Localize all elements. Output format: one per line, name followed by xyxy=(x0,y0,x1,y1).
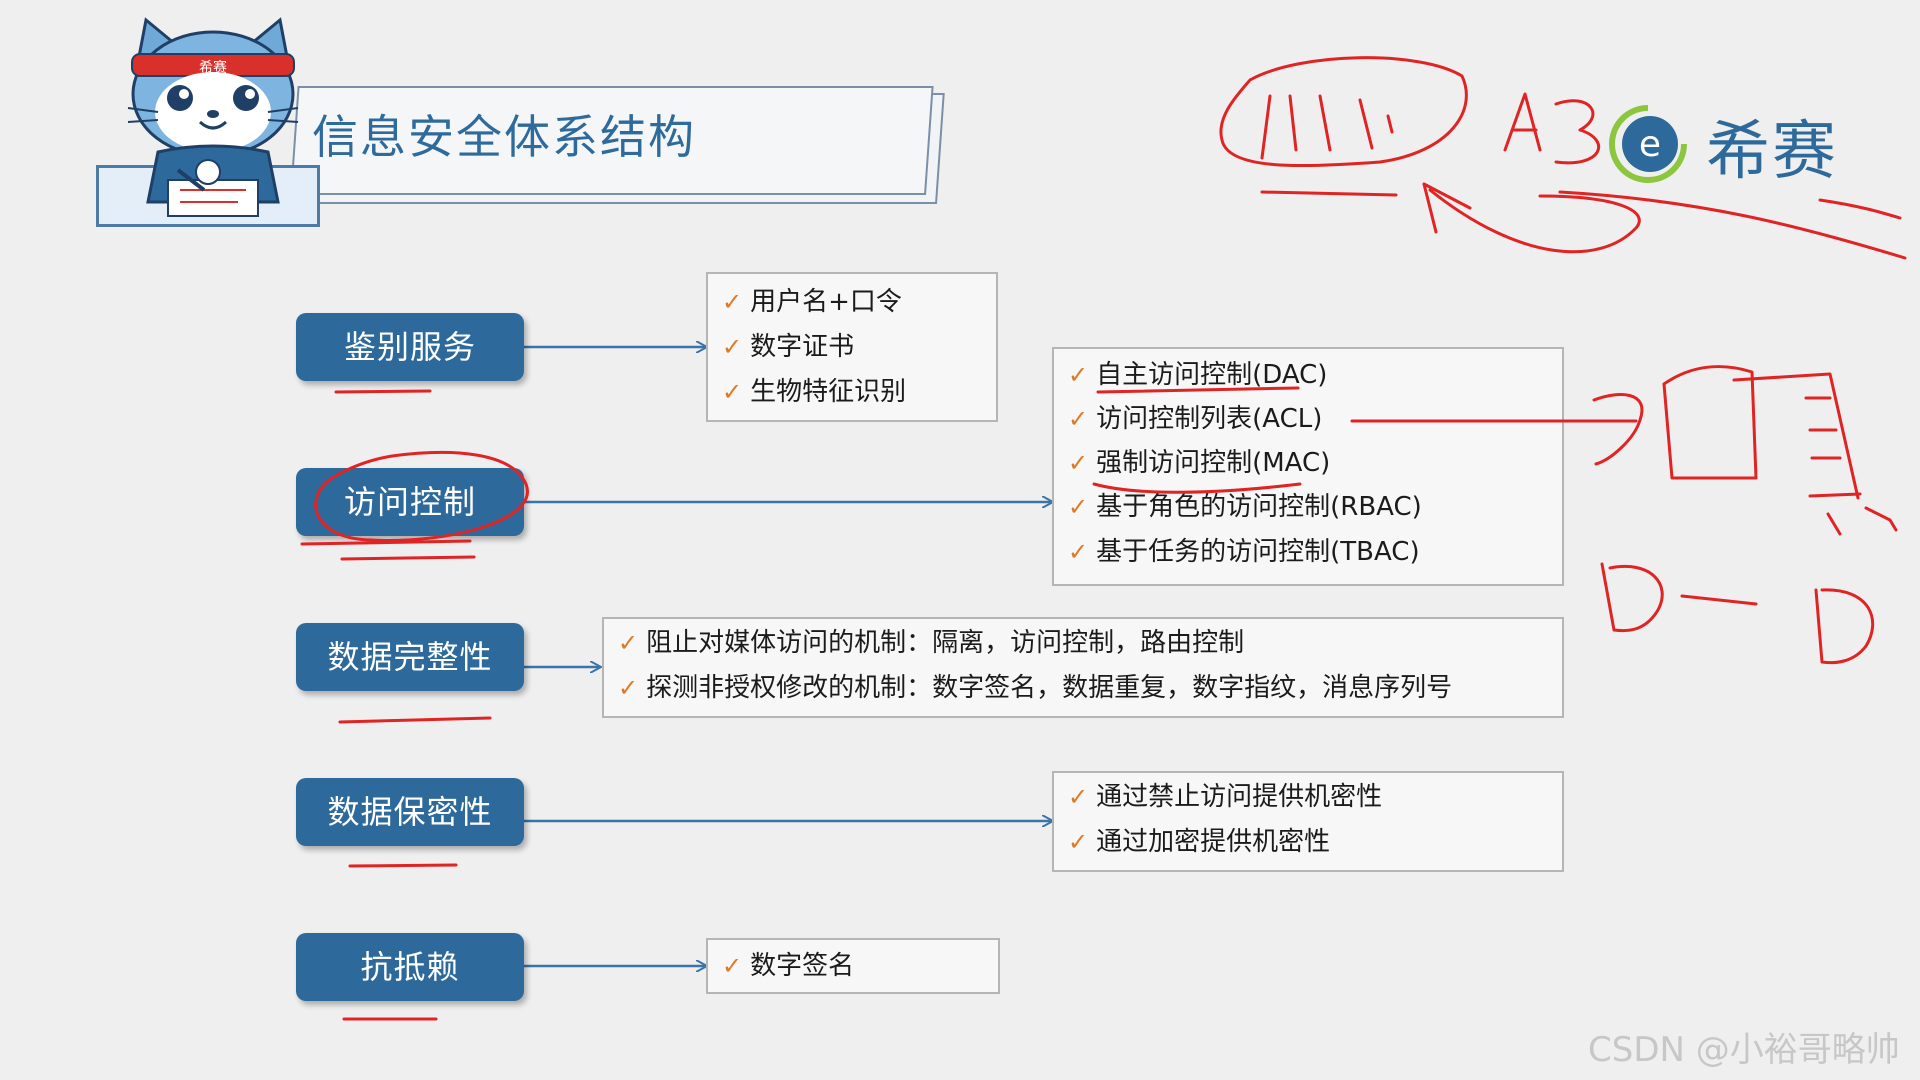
list-item: ✓基于角色的访问控制(RBAC) xyxy=(1068,492,1422,522)
check-icon: ✓ xyxy=(1068,405,1089,433)
list-item: ✓自主访问控制(DAC) xyxy=(1068,360,1328,390)
check-icon: ✓ xyxy=(1068,828,1089,856)
list-item: ✓阻止对媒体访问的机制：隔离，访问控制，路由控制 xyxy=(618,628,1245,658)
check-icon: ✓ xyxy=(1068,493,1089,521)
service-authentication[interactable]: 鉴别服务 xyxy=(296,313,524,381)
check-icon: ✓ xyxy=(722,378,743,406)
check-icon: ✓ xyxy=(618,674,639,702)
check-icon: ✓ xyxy=(1068,361,1089,389)
mascot-band-text: 希赛 xyxy=(199,60,227,76)
list-item: ✓探测非授权修改的机制：数字签名，数据重复，数字指纹，消息序列号 xyxy=(618,673,1453,703)
check-icon: ✓ xyxy=(722,952,743,980)
list-item: ✓访问控制列表(ACL) xyxy=(1068,404,1323,434)
confidentiality-detail-box: ✓通过禁止访问提供机密性 ✓通过加密提供机密性 xyxy=(1052,771,1564,872)
check-icon: ✓ xyxy=(618,629,639,657)
page-title: 信息安全体系结构 xyxy=(312,110,696,164)
check-icon: ✓ xyxy=(722,288,743,316)
service-non-repudiation[interactable]: 抗抵赖 xyxy=(296,933,524,1001)
auth-detail-box: ✓用户名+口令 ✓数字证书 ✓生物特征识别 xyxy=(706,272,998,422)
list-item: ✓生物特征识别 xyxy=(722,377,907,407)
list-item: ✓数字证书 xyxy=(722,332,855,362)
cat-mascot-icon: 希赛 xyxy=(127,17,299,217)
brand-logo-text: 希赛 xyxy=(1706,115,1838,189)
service-data-integrity[interactable]: 数据完整性 xyxy=(296,623,524,691)
e-circle-logo-icon: e xyxy=(1609,105,1687,183)
list-item: ✓通过加密提供机密性 xyxy=(1068,827,1331,857)
check-icon: ✓ xyxy=(1068,538,1089,566)
nonrepudiation-detail-box: ✓数字签名 xyxy=(706,938,1000,994)
access-detail-box: ✓自主访问控制(DAC) ✓访问控制列表(ACL) ✓强制访问控制(MAC) ✓… xyxy=(1052,347,1564,586)
list-item: ✓基于任务的访问控制(TBAC) xyxy=(1068,537,1420,567)
check-icon: ✓ xyxy=(722,333,743,361)
service-data-confidentiality[interactable]: 数据保密性 xyxy=(296,778,524,846)
list-item: ✓用户名+口令 xyxy=(722,287,902,317)
watermark-text: CSDN @小裕哥略帅 xyxy=(1588,1030,1900,1070)
check-icon: ✓ xyxy=(1068,449,1089,477)
list-item: ✓强制访问控制(MAC) xyxy=(1068,448,1331,478)
list-item: ✓数字签名 xyxy=(722,951,855,981)
svg-text:e: e xyxy=(1639,124,1661,165)
integrity-detail-box: ✓阻止对媒体访问的机制：隔离，访问控制，路由控制 ✓探测非授权修改的机制：数字签… xyxy=(602,617,1564,718)
list-item: ✓通过禁止访问提供机密性 xyxy=(1068,782,1383,812)
check-icon: ✓ xyxy=(1068,783,1089,811)
